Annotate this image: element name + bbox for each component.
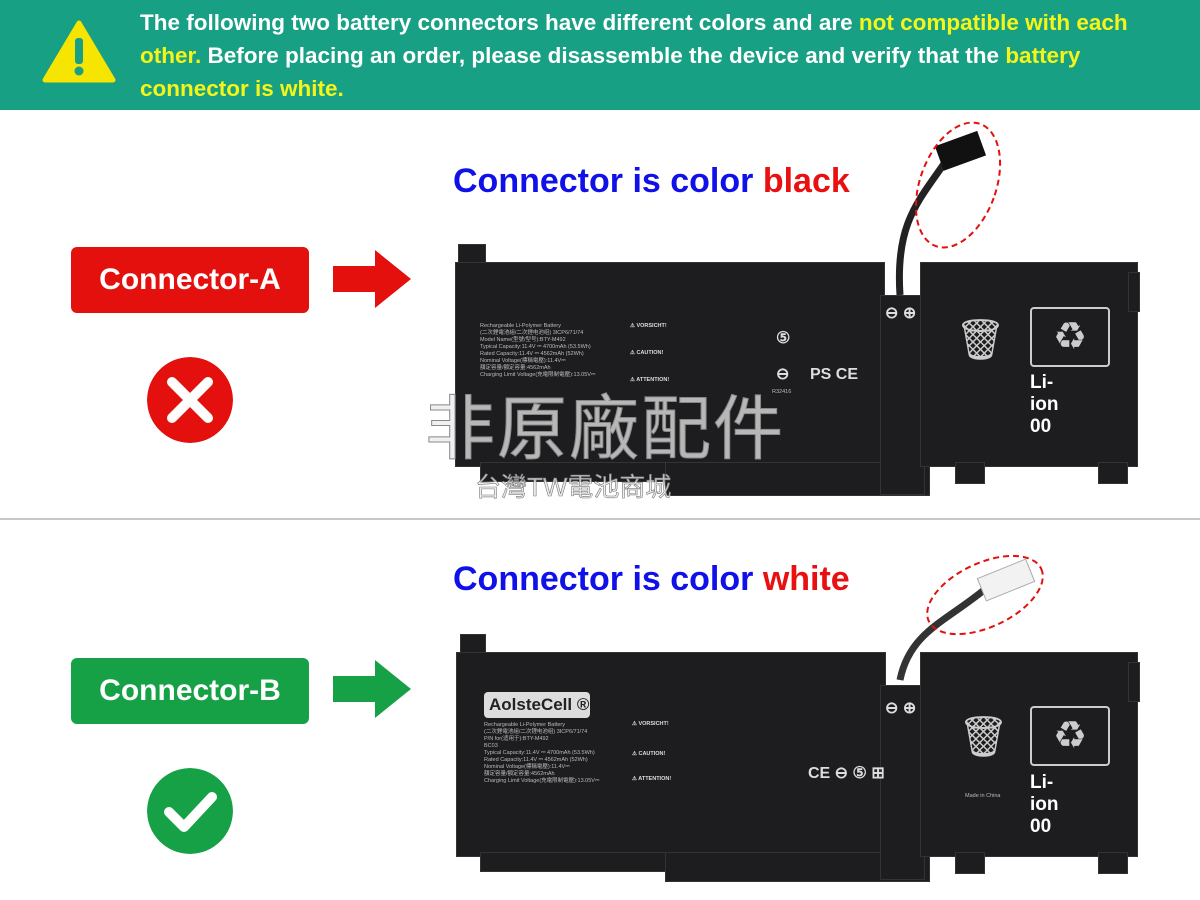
watermark: 非原廠配件 bbox=[425, 390, 785, 468]
no-trash-icon: 🗑︎ bbox=[955, 318, 1006, 362]
no-trash-icon: 🗑︎ bbox=[958, 715, 1009, 759]
connector-b-tag: Connector-B bbox=[71, 658, 309, 724]
arrow-right-icon bbox=[333, 250, 411, 308]
section-a-title: Connector is color black bbox=[453, 162, 850, 200]
recycle-icon: ♻ bbox=[1030, 706, 1110, 766]
white-connector-cable bbox=[896, 554, 1044, 681]
banner-highlight: battery connector is white. bbox=[140, 43, 1081, 101]
connector-a-tag: Connector-A bbox=[71, 247, 309, 313]
check-circle-icon bbox=[147, 768, 233, 854]
arrow-right-icon bbox=[333, 660, 411, 718]
watermark-sub: 台灣TW電池商城 bbox=[475, 472, 672, 503]
black-connector-cable bbox=[895, 121, 1002, 296]
banner-text: Before placing an order, please disassem… bbox=[201, 43, 1006, 68]
brand-logo: AolsteCell ® bbox=[484, 692, 590, 718]
recycle-icon: ♻ bbox=[1030, 307, 1110, 367]
section-divider bbox=[0, 518, 1200, 520]
warning-triangle-icon bbox=[42, 20, 116, 83]
section-b-title: Connector is color white bbox=[453, 560, 850, 598]
banner-highlight: not compatible with each other. bbox=[140, 10, 1128, 68]
banner-text: The following two battery connectors hav… bbox=[140, 10, 859, 35]
warning-banner: The following two battery connectors hav… bbox=[0, 0, 1200, 110]
x-circle-icon bbox=[147, 357, 233, 443]
